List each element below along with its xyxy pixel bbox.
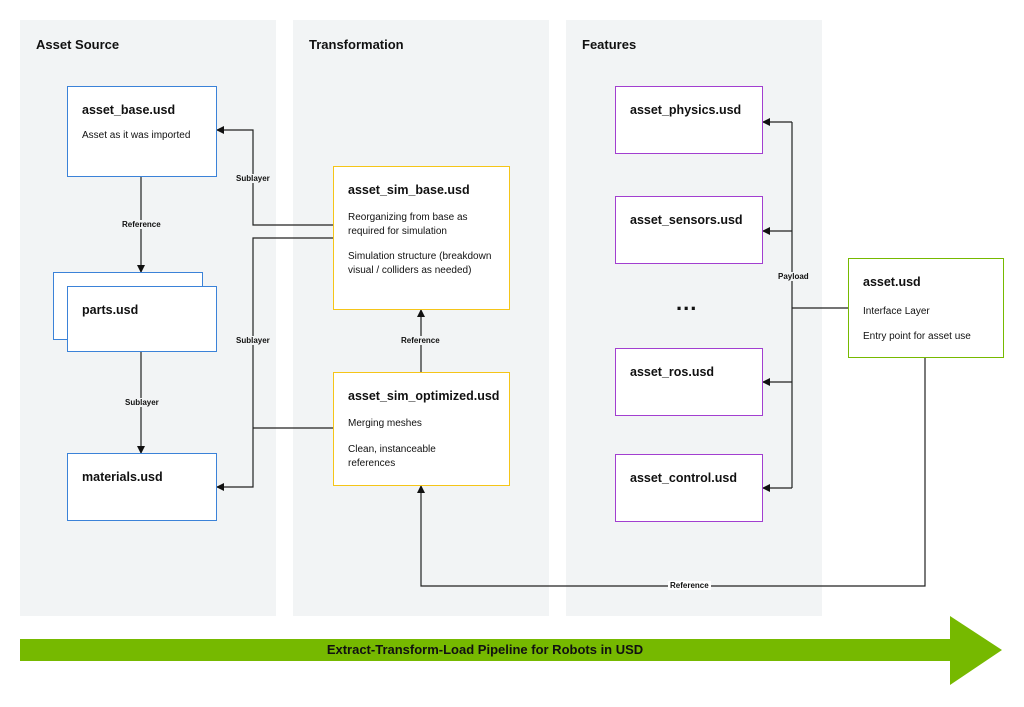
parts-box: parts.usd — [67, 286, 217, 352]
asset-sim-base-desc-2: Simulation structure (breakdown visual /… — [348, 251, 492, 276]
asset-interface-title: asset.usd — [863, 275, 921, 289]
asset-base-title: asset_base.usd — [82, 103, 176, 117]
asset-sensors-box: asset_sensors.usd — [615, 196, 763, 264]
sublayer-optimized-to-materials-line — [216, 237, 333, 491]
payload-label: Payload — [776, 272, 811, 281]
transformation-title: Transformation — [309, 37, 404, 52]
asset-ros-title: asset_ros.usd — [630, 365, 715, 379]
parts-title: parts.usd — [82, 303, 139, 317]
asset-base-box: asset_base.usd Asset as it was imported — [67, 86, 217, 177]
reference-label-asset-optimized: Reference — [668, 581, 711, 590]
sublayer-label-simbase-base: Sublayer — [234, 174, 272, 183]
asset-source-title: Asset Source — [36, 37, 120, 52]
sublayer-label-parts-materials: Sublayer — [123, 398, 161, 407]
asset-sim-optimized-title: asset_sim_optimized.usd — [348, 389, 500, 403]
asset-sim-base-desc-1: Reorganizing from base as required for s… — [348, 212, 468, 237]
asset-ros-box: asset_ros.usd — [615, 348, 763, 416]
asset-sim-optimized-desc-1: Merging meshes — [348, 418, 422, 429]
sublayer-label-optimized-materials: Sublayer — [234, 336, 272, 345]
reference-label-optimized-simbase: Reference — [399, 336, 442, 345]
more-features-ellipsis: ... — [676, 290, 698, 315]
asset-physics-title: asset_physics.usd — [630, 103, 742, 117]
asset-interface-desc-1: Interface Layer — [863, 306, 930, 317]
asset-sim-optimized-box: asset_sim_optimized.usd Merging meshes C… — [333, 372, 510, 486]
asset-sim-base-title: asset_sim_base.usd — [348, 183, 470, 197]
asset-control-title: asset_control.usd — [630, 471, 737, 485]
asset-interface-box: asset.usd Interface Layer Entry point fo… — [848, 258, 1004, 358]
materials-box: materials.usd — [67, 453, 217, 521]
asset-sim-base-box: asset_sim_base.usd Reorganizing from bas… — [333, 166, 510, 310]
asset-sensors-title: asset_sensors.usd — [630, 213, 743, 227]
asset-physics-box: asset_physics.usd — [615, 86, 763, 154]
features-title: Features — [582, 37, 637, 52]
materials-title: materials.usd — [82, 470, 163, 484]
asset-sim-optimized-desc-2: Clean, instanceable references — [348, 444, 436, 469]
reference-label-base-parts: Reference — [120, 220, 163, 229]
pipeline-banner-text: Extract-Transform-Load Pipeline for Robo… — [326, 642, 644, 657]
asset-control-box: asset_control.usd — [615, 454, 763, 522]
asset-base-desc: Asset as it was imported — [82, 130, 191, 141]
asset-interface-desc-2: Entry point for asset use — [863, 331, 971, 342]
pipeline-banner-arrow — [20, 616, 1002, 685]
